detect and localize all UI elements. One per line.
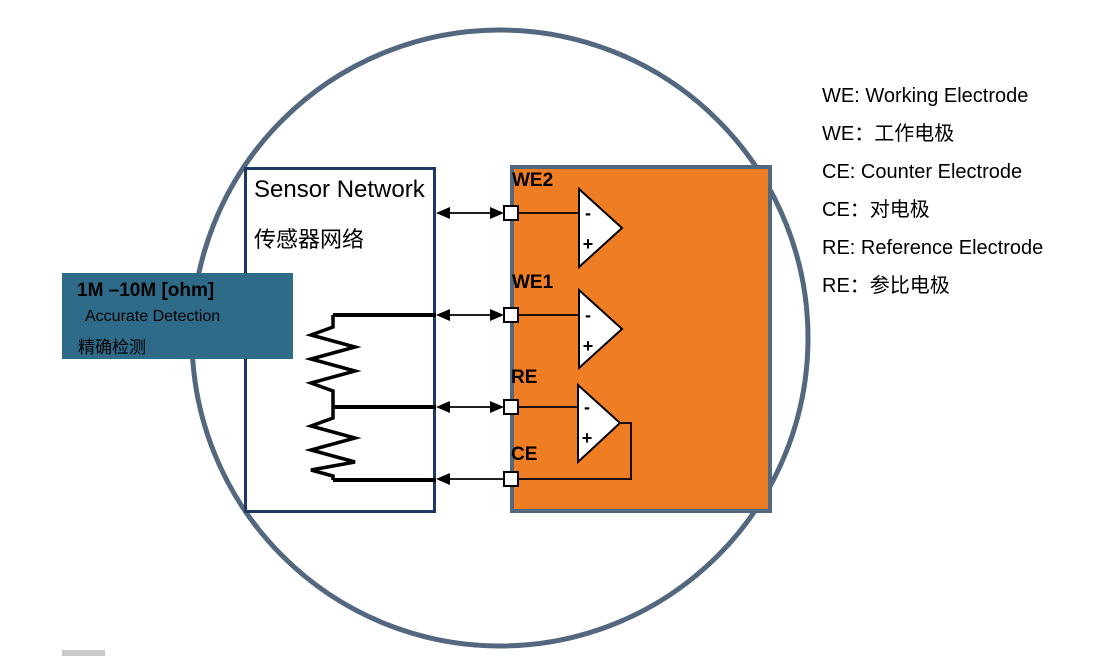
terminal-labels: WE2 WE1 RE CE xyxy=(511,170,554,465)
footer-gray-mark xyxy=(62,650,105,656)
sensor-box-text: Sensor Network 传感器网络 xyxy=(254,176,434,254)
impedance-callout: 1M –10M [ohm] Accurate Detection 精确检测 xyxy=(62,273,293,359)
opamp3-plus-sign: + xyxy=(582,428,593,448)
terminal-pads xyxy=(503,205,519,487)
connection-arrow-ce xyxy=(436,473,506,485)
sensor-box-subtitle: 传感器网络 xyxy=(254,227,365,252)
callout-line3: 精确检测 xyxy=(78,338,146,357)
opamp-symbol-3 xyxy=(577,382,622,465)
terminal-label-re: RE xyxy=(511,367,537,388)
afe-block xyxy=(510,165,772,513)
legend-item-ce-cn: CE：对电极 xyxy=(822,199,930,221)
afe-internal-wires xyxy=(518,212,632,480)
resistor-symbol-1 xyxy=(304,315,362,407)
terminal-label-we2: WE2 xyxy=(512,170,553,191)
legend-item-re-en: RE: Reference Electrode xyxy=(822,237,1044,259)
resistor-symbol-2 xyxy=(304,407,362,480)
legend-item-ce-en: CE: Counter Electrode xyxy=(822,161,1023,183)
legend-item-we-cn: WE：工作电极 xyxy=(822,123,955,145)
legend: WE: Working Electrode WE：工作电极 CE: Counte… xyxy=(822,77,1043,305)
opamp-symbol-2 xyxy=(578,287,624,371)
opamp3-minus-sign: - xyxy=(584,397,590,417)
terminal-pad-we1 xyxy=(503,307,519,323)
terminal-pad-ce xyxy=(503,471,519,487)
resistor-network xyxy=(304,313,436,482)
opamps xyxy=(577,186,624,465)
sensor-box-title: Sensor Network xyxy=(254,176,425,203)
legend-item-we-en: WE: Working Electrode xyxy=(822,85,1029,107)
legend-item-re-cn: RE：参比电极 xyxy=(822,275,950,297)
callout-line2: Accurate Detection xyxy=(85,308,221,325)
terminal-pad-re xyxy=(503,399,519,415)
opamp1-plus-sign: + xyxy=(583,234,594,254)
callout-title: 1M –10M [ohm] xyxy=(77,280,215,301)
opamp2-minus-sign: - xyxy=(585,305,591,325)
opamp1-minus-sign: - xyxy=(585,203,591,223)
connection-arrow-we1 xyxy=(436,309,504,321)
feedback-wire xyxy=(518,422,632,480)
terminal-label-ce: CE xyxy=(511,444,537,465)
terminal-pad-we2 xyxy=(503,205,519,221)
connection-arrows xyxy=(436,207,506,485)
connection-arrow-re xyxy=(436,401,504,413)
opamp-signs: - + - + - + xyxy=(582,203,594,448)
terminal-label-we1: WE1 xyxy=(512,272,554,293)
opamp-symbol-1 xyxy=(578,186,624,270)
connection-arrow-we2 xyxy=(436,207,504,219)
opamp2-plus-sign: + xyxy=(583,336,594,356)
